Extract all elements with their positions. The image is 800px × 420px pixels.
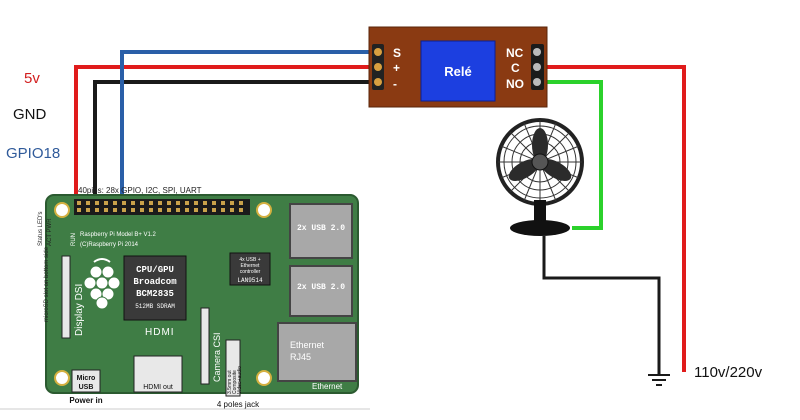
pin-plus	[374, 63, 382, 71]
raspberry-logo-icon	[83, 258, 121, 310]
hdmi-out-port	[133, 355, 183, 393]
label-gpio18: GPIO18	[6, 145, 61, 162]
model-line-2: (C)Raspberry Pi 2014	[80, 242, 139, 248]
pin-s	[374, 48, 382, 56]
relay-pin-label-s: S	[393, 46, 401, 60]
fan-icon	[496, 118, 584, 236]
relay-title: Relé	[444, 64, 471, 79]
gpio-header-label: 40pins: 28x GPIO, I2C, SPI, UART	[78, 186, 202, 195]
wire-mains-c	[538, 65, 686, 372]
jack-line-1: 3.5mm out	[227, 370, 233, 394]
micro-usb-port	[71, 369, 101, 393]
usb-port-2	[289, 265, 353, 317]
hdmi-out-label: HDMI out	[143, 384, 173, 391]
eth-ctrl-line-3: controller	[240, 269, 261, 275]
relay-pin-label-no: NO	[506, 77, 524, 91]
cpu-line-3: BCM2835	[136, 289, 174, 299]
display-dsi-label: Display DSI	[74, 284, 85, 336]
wire-no-fan	[538, 80, 603, 230]
display-dsi-connector	[61, 255, 71, 339]
usb-port-1	[289, 203, 353, 259]
jack-line-2: Composite	[232, 370, 238, 394]
status-led-label: Status LED's	[38, 212, 44, 247]
power-in-label: Power in	[69, 396, 102, 405]
ethernet-port-line-2: RJ45	[290, 352, 311, 362]
relay-module: Relé S + - NC C NO	[368, 26, 548, 108]
ethernet-port-line-1: Ethernet	[290, 340, 325, 350]
cpu-chip	[123, 255, 187, 321]
ethernet-tag: Ethernet	[312, 382, 343, 391]
ethernet-controller-chip	[229, 252, 271, 286]
micro-usb-line-1: Micro	[77, 375, 96, 382]
usb-port-2-label: 2x USB 2.0	[297, 283, 345, 292]
terminal-nc	[533, 48, 541, 56]
camera-csi-connector	[200, 307, 210, 385]
relay-pin-label-plus: +	[393, 61, 400, 75]
jack-line-3: Video+audio	[237, 366, 243, 394]
audio-jack	[225, 339, 241, 397]
act-pwr-label: ACT PWR	[47, 218, 53, 246]
terminal-c	[533, 63, 541, 71]
eth-ctrl-line-2: Ethernet	[241, 263, 261, 269]
cpu-line-2: Broadcom	[133, 277, 177, 287]
wires	[74, 50, 686, 386]
wire-neutral	[542, 236, 661, 374]
microsd-label: microSD slot on bottom side	[44, 246, 50, 322]
pin-minus	[374, 78, 382, 86]
relay-pin-label-nc: NC	[506, 46, 524, 60]
camera-csi-label: Camera CSI	[212, 332, 222, 382]
wire-gpio18	[120, 50, 380, 202]
cpu-line-1: CPU/GPU	[136, 265, 174, 275]
usb-port-1-label: 2x USB 2.0	[297, 224, 345, 233]
label-5v: 5v	[24, 70, 40, 87]
label-gnd: GND	[13, 106, 47, 123]
micro-usb-line-2: USB	[79, 384, 94, 391]
model-line-1: Raspberry Pi Model B+ V1.2	[80, 232, 157, 238]
raspberry-pi-board: 40pins: 28x GPIO, I2C, SPI, UART Status …	[38, 186, 359, 409]
eth-ctrl-chip: LAN9514	[237, 277, 263, 284]
hdmi-label: HDMI	[145, 327, 175, 338]
jack-caption: 4 poles jack	[217, 400, 260, 409]
eth-ctrl-line-1: 4x USB +	[239, 257, 260, 263]
wire-5v	[74, 65, 380, 202]
ground-symbol	[648, 374, 670, 386]
label-mains: 110v/220v	[694, 364, 763, 381]
wire-gnd	[93, 80, 380, 202]
cpu-line-4: 512MB SDRAM	[135, 303, 175, 310]
gpio-pins	[77, 201, 243, 212]
run-label: RUN	[71, 233, 77, 246]
terminal-no	[533, 78, 541, 86]
relay-screen	[420, 40, 496, 102]
relay-pin-label-c: C	[511, 61, 520, 75]
ethernet-port	[277, 322, 357, 382]
relay-pin-label-minus: -	[393, 77, 397, 91]
